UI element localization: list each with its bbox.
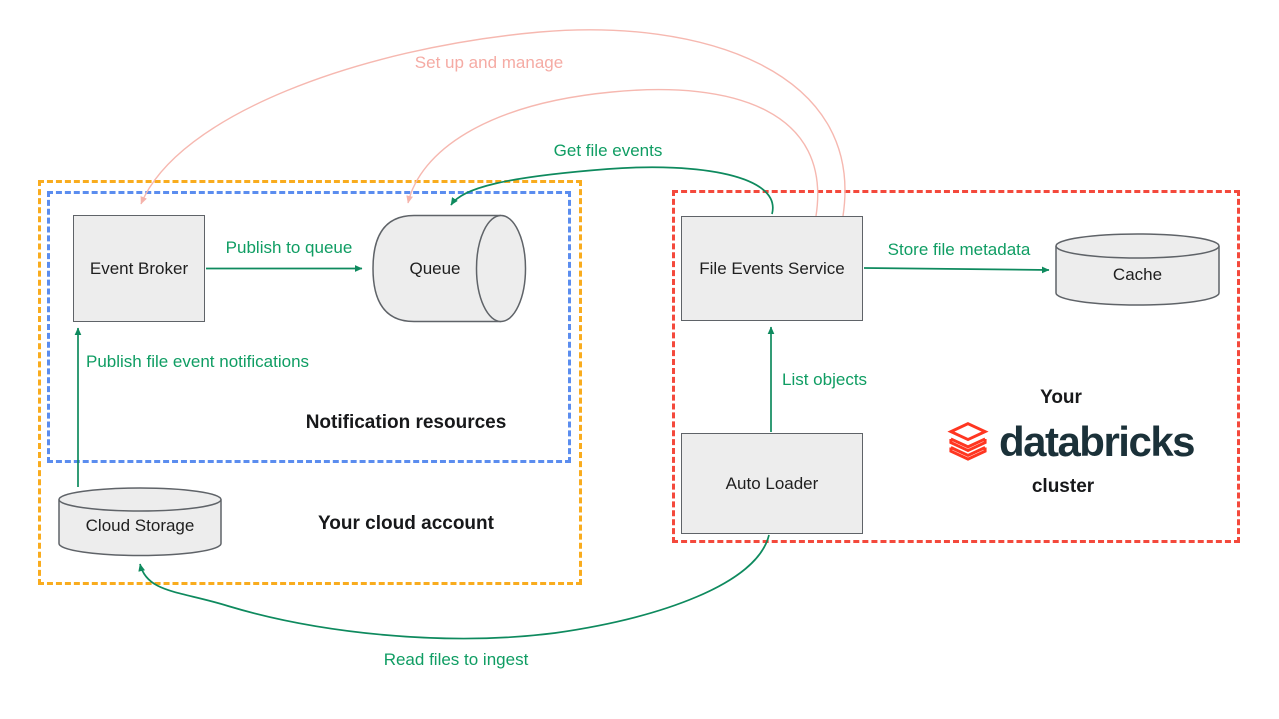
node-cloud-storage: Cloud Storage <box>58 487 222 557</box>
cloud-storage-cylinder-shape <box>58 487 222 557</box>
edge-label-read-files-to-ingest: Read files to ingest <box>383 650 529 669</box>
queue-cylinder-shape <box>372 214 527 323</box>
node-cache: Cache <box>1055 233 1220 307</box>
node-queue: Queue <box>368 214 527 323</box>
node-auto-loader: Auto Loader <box>681 433 863 534</box>
edge-label-store-file-metadata: Store file metadata <box>887 240 1031 259</box>
edge-label-get-file-events: Get file events <box>553 141 663 160</box>
databricks-logo: databricks <box>920 416 1220 468</box>
node-cloud-storage-label: Cloud Storage <box>85 515 195 535</box>
cluster-label-cluster: cluster <box>1031 476 1095 497</box>
node-auto-loader-label: Auto Loader <box>725 473 819 493</box>
cache-cylinder-shape <box>1055 233 1220 306</box>
node-queue-label: Queue <box>409 258 461 278</box>
edge-label-publish-to-queue: Publish to queue <box>225 238 353 257</box>
group-label-notification-resources: Notification resources <box>305 412 507 433</box>
databricks-stack-icon <box>947 422 989 461</box>
group-label-your-cloud-account: Your cloud account <box>318 513 494 534</box>
edge-label-set-up-and-manage: Set up and manage <box>414 53 564 72</box>
cluster-label-your: Your <box>1040 387 1082 408</box>
node-event-broker: Event Broker <box>73 215 205 322</box>
node-cache-label: Cache <box>1112 264 1163 284</box>
group-databricks-cluster <box>672 190 1240 543</box>
node-file-events-service-label: File Events Service <box>699 258 845 278</box>
edge-label-publish-file-event-notifications: Publish file event notifications <box>86 352 310 371</box>
databricks-wordmark: databricks <box>998 418 1196 465</box>
node-event-broker-label: Event Broker <box>89 258 189 278</box>
node-file-events-service: File Events Service <box>681 216 863 321</box>
edge-label-list-objects: List objects <box>782 370 868 389</box>
